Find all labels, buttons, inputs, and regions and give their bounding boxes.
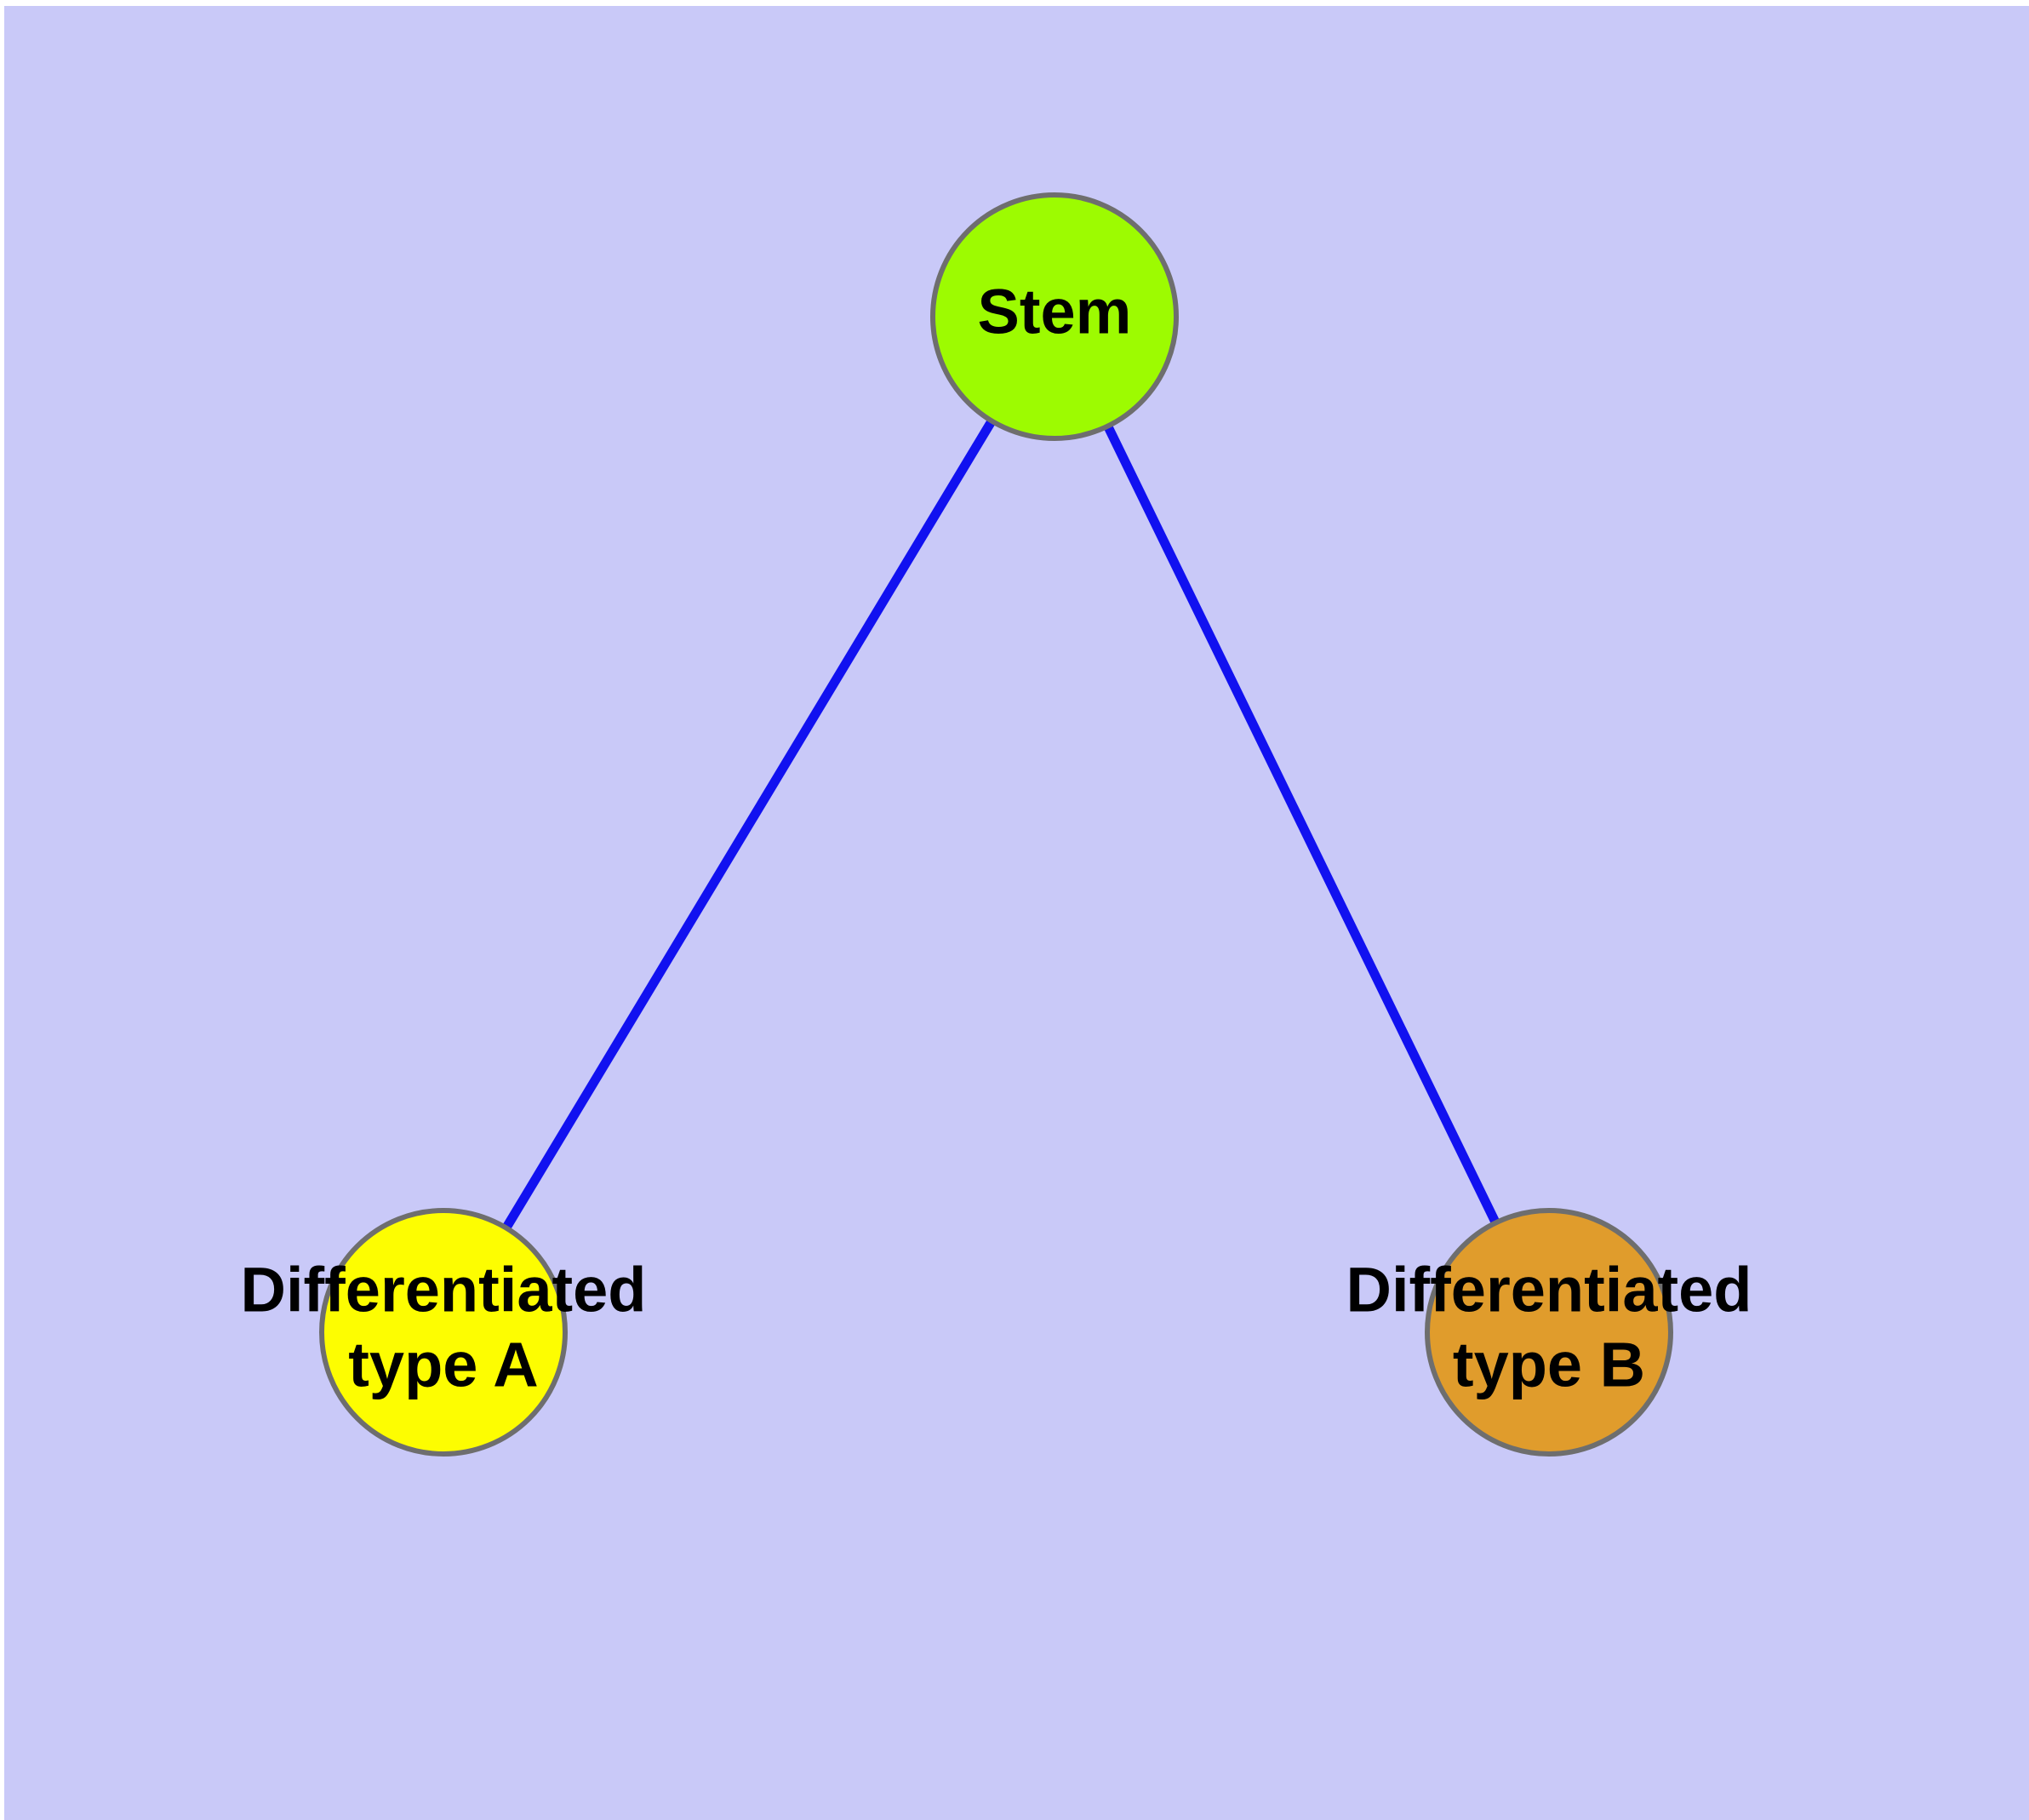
node-label-stem-line0: Stem (978, 277, 1132, 347)
node-label-diff-a-line1: type A (348, 1330, 538, 1400)
node-circle-diff-b[interactable] (1425, 1208, 1673, 1457)
node-label-diff-b-line0: Differentiated (1346, 1255, 1752, 1325)
node-circle-stem[interactable] (930, 192, 1179, 441)
node-stem[interactable]: Stem (930, 192, 1179, 441)
edges-layer (503, 420, 1500, 1229)
edge-stem-to-diff-b[interactable] (1104, 425, 1500, 1224)
node-label-diff-b-line1: type B (1453, 1330, 1645, 1400)
node-circle-diff-a[interactable] (319, 1208, 568, 1457)
node-label-diff-a-line0: Differentiated (241, 1255, 647, 1325)
edge-stem-to-diff-a[interactable] (503, 420, 995, 1229)
